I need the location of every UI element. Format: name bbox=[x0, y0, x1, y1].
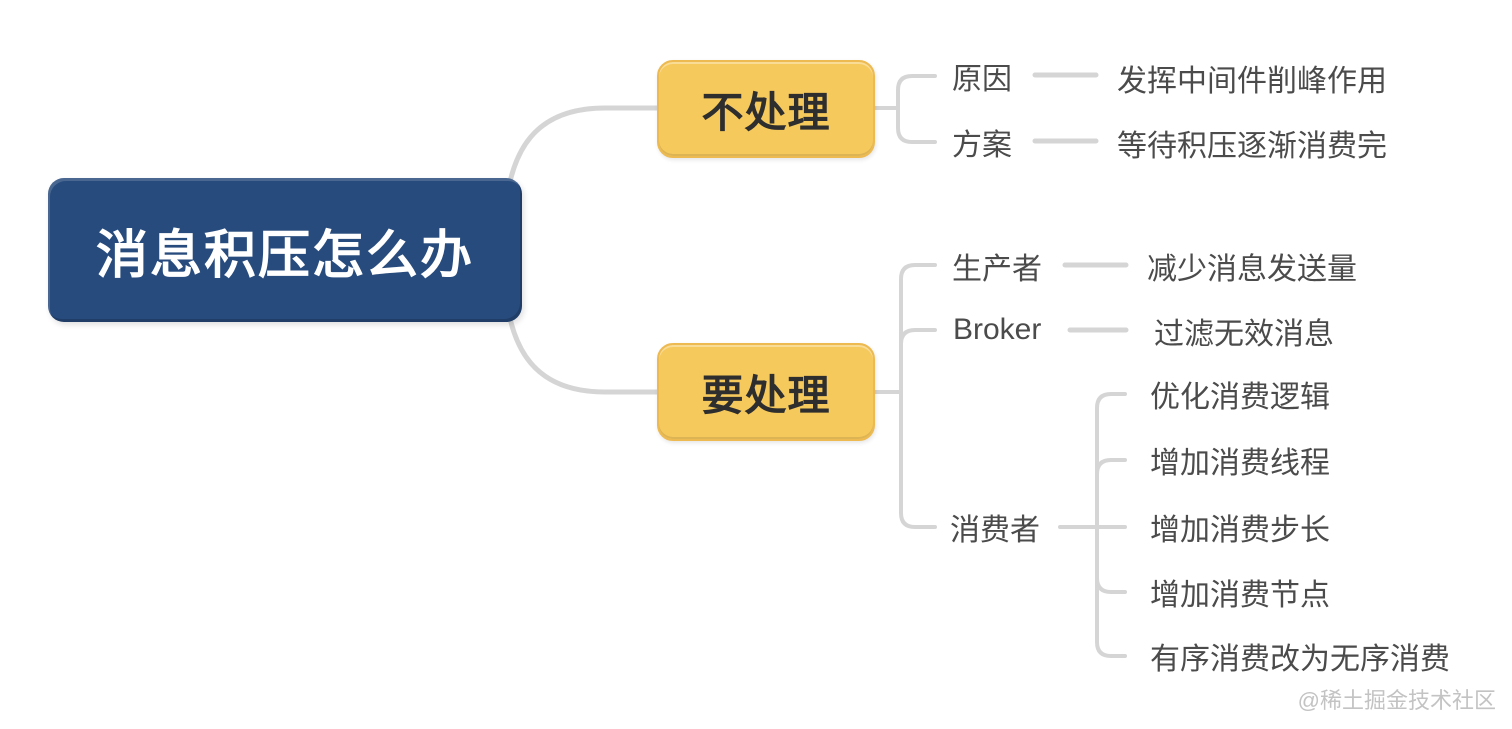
branch-node-no-handle[interactable]: 不处理 bbox=[657, 60, 875, 158]
node-producer-detail[interactable]: 减少消息发送量 bbox=[1147, 253, 1357, 286]
bracket-branch-no bbox=[872, 74, 937, 144]
node-plan-detail[interactable]: 等待积压逐渐消费完 bbox=[1117, 130, 1387, 163]
root-node[interactable]: 消息积压怎么办 bbox=[48, 178, 522, 322]
node-broker[interactable]: Broker bbox=[953, 313, 1042, 346]
node-consumer-add-threads[interactable]: 增加消费线程 bbox=[1150, 447, 1330, 480]
node-consumer[interactable]: 消费者 bbox=[950, 514, 1040, 547]
node-producer[interactable]: 生产者 bbox=[952, 253, 1042, 286]
connector-root-to-branch-no bbox=[502, 105, 663, 218]
watermark: @稀土掘金技术社区 bbox=[1297, 688, 1496, 713]
branch-node-handle[interactable]: 要处理 bbox=[657, 343, 875, 441]
node-consumer-opt-logic[interactable]: 优化消费逻辑 bbox=[1150, 381, 1330, 414]
node-consumer-add-nodes[interactable]: 增加消费节点 bbox=[1150, 579, 1330, 612]
node-consumer-add-step[interactable]: 增加消费步长 bbox=[1150, 514, 1330, 547]
node-consumer-unordered[interactable]: 有序消费改为无序消费 bbox=[1150, 643, 1450, 676]
node-broker-detail[interactable]: 过滤无效消息 bbox=[1154, 318, 1334, 351]
connector-root-to-branch-yes bbox=[502, 282, 663, 395]
bracket-branch-yes bbox=[872, 263, 937, 529]
node-plan[interactable]: 方案 bbox=[952, 129, 1012, 162]
node-reason[interactable]: 原因 bbox=[952, 63, 1012, 96]
bracket-consumer bbox=[1058, 392, 1127, 658]
node-reason-detail[interactable]: 发挥中间件削峰作用 bbox=[1117, 65, 1387, 98]
